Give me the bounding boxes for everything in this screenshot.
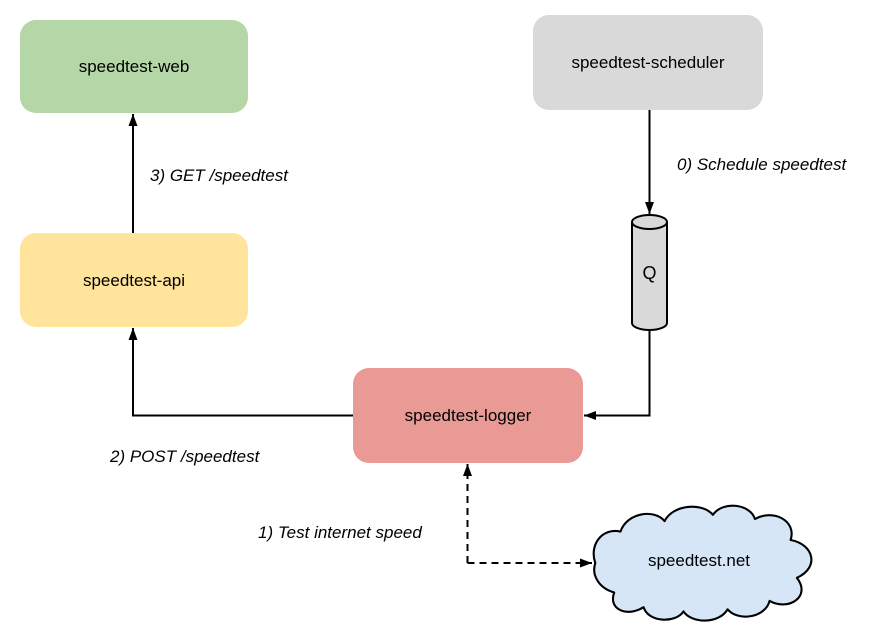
speedtest-scheduler-box xyxy=(533,15,763,110)
speedtest-api-label: speedtest-api xyxy=(83,271,185,290)
speedtest-logger-label: speedtest-logger xyxy=(405,406,532,425)
node-speedtest-web: speedtest-web xyxy=(20,20,248,113)
speedtest-web-label: speedtest-web xyxy=(79,57,190,76)
edge-dequeue-arrow xyxy=(584,330,651,420)
internet-cloud-shape xyxy=(592,504,813,622)
edge-post: 2) POST /speedtest xyxy=(109,328,353,466)
node-speedtest-api: speedtest-api xyxy=(20,233,248,327)
edge-label-schedule: 0) Schedule speedtest xyxy=(677,155,847,174)
speedtest-api-box xyxy=(20,233,248,327)
speedtest-web-box xyxy=(20,20,248,113)
queue-cylinder-body xyxy=(632,222,667,323)
edge-post-arrow xyxy=(128,328,353,417)
internet-cloud-label: speedtest.net xyxy=(648,551,750,570)
node-internet-cloud: speedtest.net xyxy=(592,504,813,622)
node-queue: Q xyxy=(631,214,668,331)
edge-label-get: 3) GET /speedtest xyxy=(150,166,289,185)
edge-get: 3) GET /speedtest xyxy=(128,114,289,233)
queue-label: Q xyxy=(642,263,656,283)
node-speedtest-logger: speedtest-logger xyxy=(353,368,583,463)
node-speedtest-scheduler: speedtest-scheduler xyxy=(533,15,763,110)
edge-dequeue xyxy=(584,330,651,420)
edge-label-post: 2) POST /speedtest xyxy=(109,447,261,466)
edge-schedule: 0) Schedule speedtest xyxy=(645,110,847,214)
edge-label-test: 1) Test internet speed xyxy=(258,523,422,542)
speedtest-logger-box xyxy=(353,368,583,463)
queue-cylinder-top xyxy=(631,214,668,230)
speedtest-scheduler-label: speedtest-scheduler xyxy=(571,53,724,72)
edge-test: 1) Test internet speed xyxy=(258,464,592,568)
